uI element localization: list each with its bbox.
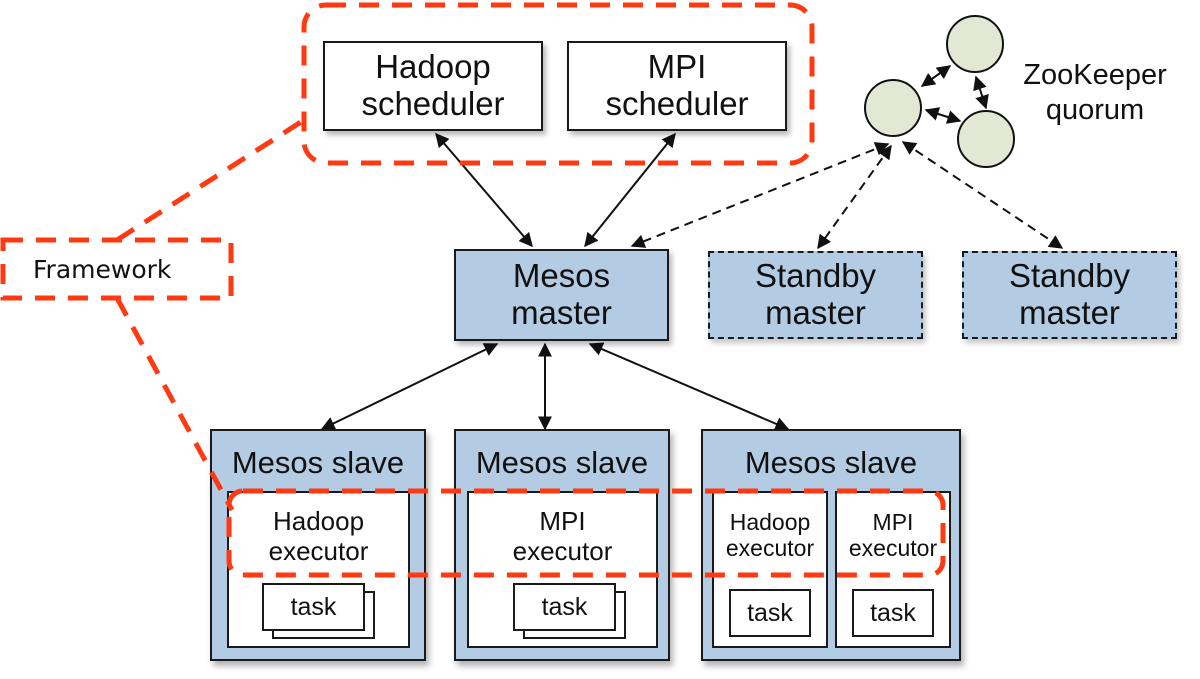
edge-zk-1-3 <box>924 107 962 124</box>
zookeeper-node <box>957 110 1015 168</box>
mpi-scheduler-box[interactable]: MPI scheduler <box>567 41 787 131</box>
edge-zk-2-3 <box>973 75 989 110</box>
standby-master-1-line1: Standby <box>754 257 877 295</box>
hadoop-scheduler-box[interactable]: Hadoop scheduler <box>323 41 543 131</box>
executor-label: Hadoop executor <box>714 509 826 562</box>
mesos-master-line1: Mesos <box>512 257 611 295</box>
standby-master-2-line2: master <box>1019 294 1120 331</box>
mpi-scheduler-line2: scheduler <box>605 85 749 122</box>
task-box[interactable]: task <box>262 583 365 631</box>
standby-master-1-line2: master <box>765 294 866 331</box>
edge-master-slave-1 <box>320 343 499 430</box>
zookeeper-label-line1: ZooKeeper <box>1023 59 1167 91</box>
edge-master-slave-3 <box>588 342 790 431</box>
executor-line2: executor <box>268 535 369 566</box>
mpi-scheduler-line1: MPI <box>647 48 707 86</box>
executor-line1: MPI <box>872 509 914 535</box>
hadoop-scheduler-line1: Hadoop <box>375 48 491 86</box>
edge-zookeeper-standby-2 <box>901 141 1064 249</box>
task-label: task <box>870 598 916 627</box>
executor-line1: Hadoop <box>272 506 365 536</box>
zookeeper-label-line2: quorum <box>1045 93 1145 126</box>
hadoop-executor-slave-3[interactable]: Hadoop executor task <box>712 491 828 648</box>
executor-line1: Hadoop <box>729 509 811 535</box>
framework-label: Framework <box>33 255 172 284</box>
mesos-slave-2-title: Mesos slave <box>475 445 649 480</box>
mesos-slave-1-title: Mesos slave <box>231 445 405 480</box>
task-label: task <box>290 592 337 621</box>
executor-line2: executor <box>848 535 938 562</box>
hadoop-scheduler-line2: scheduler <box>361 85 505 122</box>
hadoop-executor-slave-1[interactable]: Hadoop executor task <box>227 491 410 648</box>
edge-zk-1-2 <box>920 65 952 87</box>
mpi-executor-slave-3[interactable]: MPI executor task <box>835 491 951 648</box>
executor-label: Hadoop executor <box>229 506 408 567</box>
task-box[interactable]: task <box>513 583 616 631</box>
edge-hadoop-scheduler-master <box>435 132 533 248</box>
executor-line2: executor <box>725 535 815 562</box>
mesos-slave-2[interactable]: Mesos slave MPI executor task <box>454 429 670 661</box>
task-label: task <box>747 598 793 627</box>
task-box[interactable]: task <box>852 589 934 637</box>
mpi-executor-slave-2[interactable]: MPI executor task <box>467 491 658 648</box>
mesos-slave-3[interactable]: Mesos slave Hadoop executor task MPI exe… <box>701 429 961 661</box>
standby-master-box-1[interactable]: Standby master <box>708 251 923 339</box>
standby-master-box-2[interactable]: Standby master <box>962 251 1177 339</box>
mesos-master-line2: master <box>511 294 612 331</box>
edge-zookeeper-master <box>630 142 890 248</box>
task-label: task <box>541 592 588 621</box>
mesos-slave-3-title: Mesos slave <box>744 445 918 480</box>
edge-mpi-scheduler-master <box>584 132 676 248</box>
mesos-slave-1[interactable]: Mesos slave Hadoop executor task <box>210 429 426 661</box>
executor-label: MPI executor <box>837 509 949 562</box>
executor-line1: MPI <box>539 506 586 536</box>
standby-master-2-line1: Standby <box>1008 257 1131 295</box>
executor-label: MPI executor <box>469 506 656 567</box>
edge-zookeeper-standby-1 <box>817 144 892 250</box>
mesos-master-box[interactable]: Mesos master <box>454 249 669 341</box>
task-box[interactable]: task <box>729 589 811 637</box>
zookeeper-node <box>946 15 1004 73</box>
zookeeper-quorum-label: ZooKeeper quorum <box>1015 58 1175 128</box>
executor-line2: executor <box>512 535 613 566</box>
zookeeper-node <box>864 79 922 137</box>
